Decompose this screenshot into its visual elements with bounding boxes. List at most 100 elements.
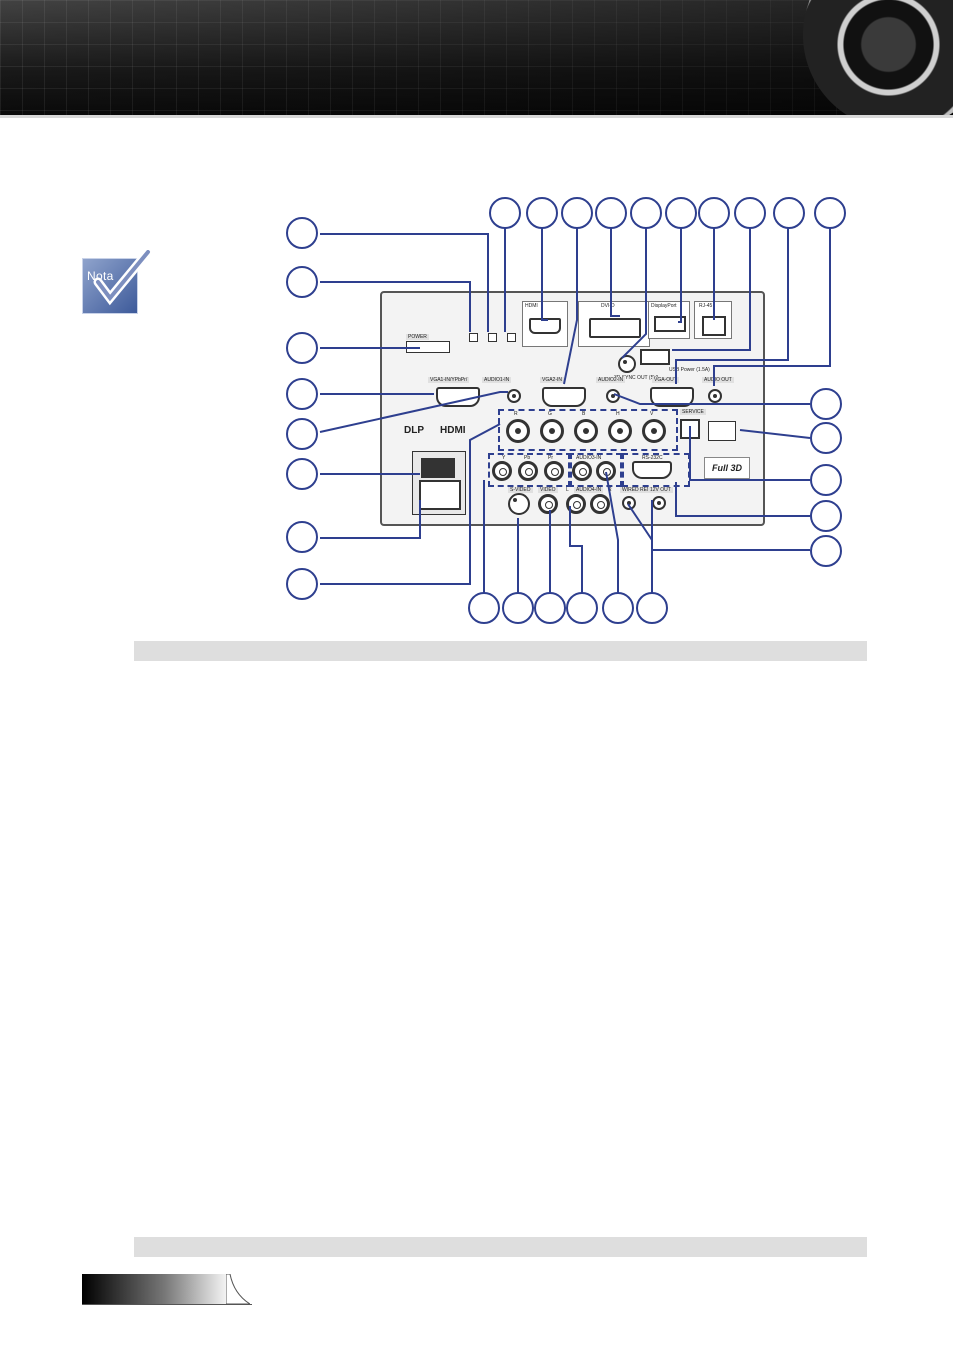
note-box: Nota [82, 258, 138, 314]
leader-top-6 [678, 228, 682, 323]
audio3-label: AUDIO3-IN [576, 455, 602, 461]
callout-circle [489, 197, 521, 229]
dc-out-label: 12V OUT [648, 487, 673, 493]
page-header-banner [0, 0, 953, 118]
footer-tab-curve [226, 1274, 250, 1304]
hdmi-logo: HDMI [440, 425, 466, 436]
leader-right-1 [613, 393, 810, 405]
leader-8 [320, 423, 501, 585]
bnc-h-port [608, 419, 632, 443]
callout-circle [534, 592, 566, 624]
bnc-group-frame [498, 409, 678, 451]
leader-5 [319, 391, 508, 433]
callout-circle [286, 458, 318, 490]
usb-power-label: USB Power (1.5A) [669, 367, 710, 373]
hdmi-port-frame: HDMI [522, 301, 568, 347]
wired-remote-label: WIRED REMOTE [620, 487, 664, 493]
displayport-label: DisplayPort [651, 303, 677, 309]
checkmark-icon [93, 250, 152, 306]
displayport-frame: DisplayPort [648, 301, 690, 339]
bnc-g-port [540, 419, 564, 443]
power-label: POWER [406, 334, 429, 340]
leader-bottom-5 [605, 471, 619, 596]
leader-top-10 [713, 228, 831, 386]
audio4-r-port [590, 494, 610, 514]
3d-sync-label: 3D SYNC OUT (5V) [614, 375, 659, 381]
bnc-label-b: B [582, 411, 586, 417]
audio1-label: AUDIO1-IN [482, 377, 512, 383]
callout-circle [810, 535, 842, 567]
component-label-y: Y [502, 455, 506, 461]
displayport-port [654, 316, 686, 332]
callout-circle [286, 332, 318, 364]
callout-circle [286, 521, 318, 553]
leader-bottom-4 [569, 506, 583, 596]
dvi-port [589, 318, 641, 338]
leader-top-3 [563, 228, 578, 385]
audio2-label: AUDIO2-IN [596, 377, 626, 383]
callout-circle [286, 266, 318, 298]
callout-circle [286, 378, 318, 410]
audio-out-label: AUDIO OUT [702, 377, 734, 383]
dvi-port-frame: DVI-D [578, 301, 650, 347]
rs232-label: RS-232C [642, 455, 663, 461]
callout-circle [561, 197, 593, 229]
audio4-label: AUDIO4-IN [574, 487, 604, 493]
leader-bottom-6 [627, 503, 653, 596]
leader-right-2 [739, 429, 811, 439]
callout-circle [665, 197, 697, 229]
3d-sync-port [618, 355, 636, 373]
video-label: VIDEO [538, 487, 558, 493]
leader-top-8 [672, 228, 751, 351]
footer-gradient-tab [82, 1274, 232, 1304]
callout-circle [810, 464, 842, 496]
callout-circle [630, 197, 662, 229]
callout-circle [566, 592, 598, 624]
temp-led [488, 333, 497, 342]
bnc-label-h: H [616, 411, 620, 417]
audio1-port [507, 389, 521, 403]
bnc-v-port [642, 419, 666, 443]
vga1-label: VGA1-IN/YPbPr/ [428, 377, 470, 383]
callout-circle [468, 592, 500, 624]
callout-circle [810, 422, 842, 454]
callout-circle [602, 592, 634, 624]
audio4-l-label: L [566, 487, 569, 493]
dvi-port-label: DVI-D [601, 303, 615, 309]
leader-1 [320, 233, 489, 332]
leader-top-9 [675, 228, 789, 384]
ir-receiver [708, 421, 736, 441]
vga2-port [542, 387, 586, 407]
leader-7 [320, 500, 421, 539]
callout-circle [810, 500, 842, 532]
component-label-pr: Pr [548, 455, 553, 461]
callout-circle [502, 592, 534, 624]
svideo-port [508, 493, 530, 515]
vga2-label: VGA2-IN [540, 377, 565, 383]
callout-circle [773, 197, 805, 229]
usb-power-port [640, 349, 670, 365]
bnc-r-port [506, 419, 530, 443]
power-socket-housing [412, 451, 466, 515]
callout-circle [636, 592, 668, 624]
callout-circle [810, 388, 842, 420]
power-switch[interactable] [421, 458, 455, 478]
dlp-logo: DLP [404, 425, 424, 436]
leader-top-5 [621, 228, 647, 359]
audio3-l-port [572, 461, 592, 481]
rear-connector-panel: HDMI DVI-D DisplayPort RJ-45 POWER 3D SY… [380, 291, 765, 526]
bnc-label-g: G [548, 411, 552, 417]
vga-out-port [650, 387, 694, 407]
callout-circle [286, 568, 318, 600]
power-led [469, 333, 478, 342]
component-pb-port [518, 461, 538, 481]
component-label-pb: Pb [524, 455, 531, 461]
audio3-r-port [596, 461, 616, 481]
callout-circle [595, 197, 627, 229]
callout-circle [286, 217, 318, 249]
leader-right-4 [675, 482, 810, 517]
callout-circle [526, 197, 558, 229]
note-icon: Nota [82, 250, 152, 314]
header-shade [0, 0, 953, 118]
